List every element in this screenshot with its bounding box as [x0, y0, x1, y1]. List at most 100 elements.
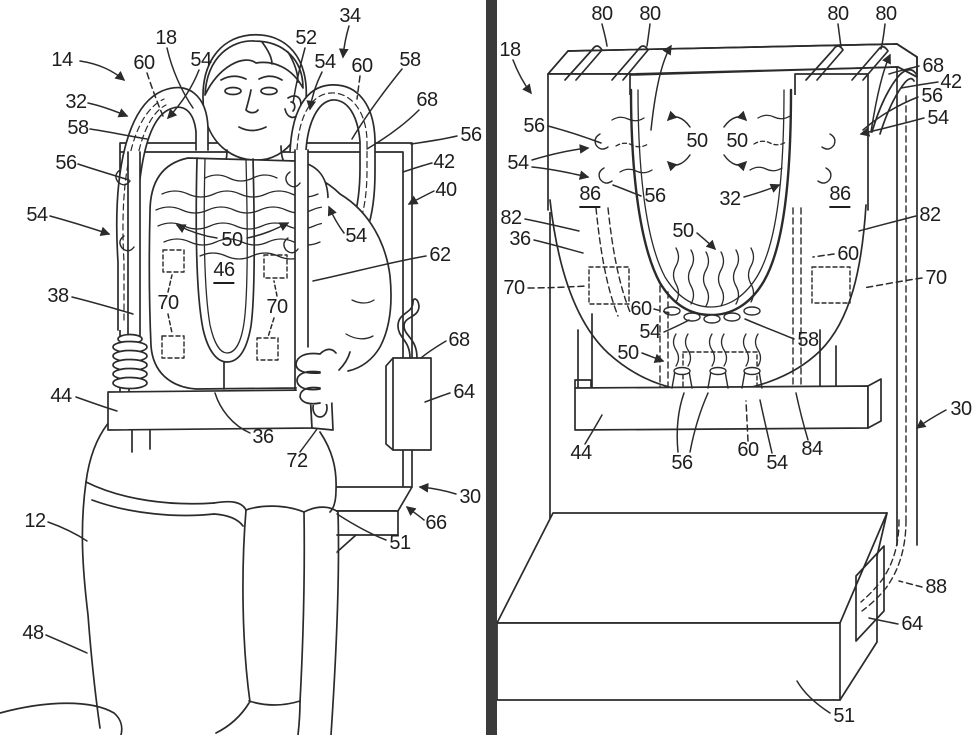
occupant-legs [0, 393, 340, 735]
sensor-pads [161, 249, 288, 361]
air-flow-waves-upper [611, 114, 791, 174]
ref-numeral-12: 12 [24, 510, 46, 532]
ref-numeral-30: 30 [950, 398, 972, 420]
ref-numeral-30: 30 [459, 486, 481, 508]
air-flow-waves-lower [672, 333, 762, 367]
ref-numeral-80: 80 [639, 3, 661, 25]
ref-numeral-50: 50 [221, 229, 243, 251]
ref-numeral-50: 50 [672, 220, 694, 242]
ref-numeral-54: 54 [766, 452, 788, 474]
mouth [238, 126, 267, 132]
ref-numeral-66: 66 [425, 512, 447, 534]
ref-numeral-70: 70 [503, 277, 525, 299]
ref-numeral-32: 32 [719, 188, 741, 210]
ref-numeral-80: 80 [875, 3, 897, 25]
ref-numeral-64: 64 [901, 613, 923, 635]
ref-numeral-18: 18 [155, 27, 177, 49]
ref-numeral-56: 56 [644, 185, 666, 207]
foot [0, 702, 123, 735]
ref-numeral-40: 40 [435, 179, 457, 201]
air-sweep-arrow [650, 44, 672, 131]
ref-numeral-60: 60 [837, 243, 859, 265]
ref-numeral-58: 58 [399, 49, 421, 71]
ref-numeral-68: 68 [416, 89, 438, 111]
ref-numeral-32: 32 [65, 91, 87, 113]
ref-numeral-46: 46 [213, 260, 235, 284]
air-tube [397, 298, 420, 359]
ref-numeral-64: 64 [453, 381, 475, 403]
ref-numeral-14: 14 [51, 49, 73, 71]
ref-numeral-54: 54 [639, 321, 661, 343]
air-nozzle [115, 169, 301, 254]
ref-numeral-86: 86 [579, 184, 601, 208]
ref-numeral-54: 54 [507, 152, 529, 174]
lower-crossbar [574, 313, 882, 431]
ref-numeral-56: 56 [671, 452, 693, 474]
air-flow-waves-center [672, 247, 755, 307]
occupant-head [202, 34, 308, 161]
ref-numeral-51: 51 [389, 532, 411, 554]
ref-numeral-42: 42 [940, 71, 962, 93]
harness-side-bars [115, 149, 309, 391]
sensor-pads [588, 266, 851, 305]
retaining-straps [564, 45, 889, 81]
ref-numeral-60: 60 [351, 55, 373, 77]
eye [260, 86, 278, 96]
ref-numeral-68: 68 [448, 329, 470, 351]
ref-numeral-72: 72 [286, 450, 308, 472]
ref-numeral-51: 51 [833, 705, 855, 727]
ref-numeral-62: 62 [429, 244, 451, 266]
right-figure-harness-detail [496, 23, 947, 714]
ref-numeral-58: 58 [67, 117, 89, 139]
ref-numeral-50: 50 [726, 130, 748, 152]
ref-numeral-36: 36 [252, 426, 274, 448]
coil-grip [112, 333, 148, 390]
ref-numeral-86: 86 [829, 184, 851, 208]
ref-numeral-50: 50 [686, 130, 708, 152]
nose [245, 89, 259, 114]
nozzle-cup-row [663, 306, 761, 324]
ref-numeral-54: 54 [345, 225, 367, 247]
ref-numeral-70: 70 [925, 267, 947, 289]
seat-back-right-edge [896, 56, 918, 546]
ref-numeral-60: 60 [737, 439, 759, 461]
ref-numeral-34: 34 [339, 5, 361, 27]
occupant-right-arm [322, 193, 392, 372]
vent-grille [855, 545, 885, 642]
ref-numeral-36: 36 [509, 228, 531, 250]
ref-numeral-58: 58 [797, 329, 819, 351]
ref-numeral-56: 56 [460, 124, 482, 146]
seat-base [496, 512, 888, 701]
ref-numeral-44: 44 [570, 442, 592, 464]
occupant-hand [295, 347, 351, 406]
ref-numeral-80: 80 [591, 3, 613, 25]
restraint-vest [148, 157, 331, 390]
left-figure-seated-occupant [0, 25, 458, 735]
ref-numeral-60: 60 [630, 298, 652, 320]
ref-numeral-52: 52 [295, 27, 317, 49]
ref-numeral-38: 38 [47, 285, 69, 307]
ref-numeral-82: 82 [500, 207, 522, 229]
right-figure-leaders [512, 23, 947, 714]
ref-numeral-88: 88 [925, 576, 947, 598]
ref-numeral-84: 84 [801, 438, 823, 460]
ref-numeral-48: 48 [22, 622, 44, 644]
figure-divider [486, 0, 497, 735]
ref-numeral-18: 18 [499, 39, 521, 61]
ref-numeral-70: 70 [157, 292, 179, 314]
ref-numeral-56: 56 [523, 115, 545, 137]
air-nozzle [594, 133, 836, 184]
eyebrows [220, 75, 283, 81]
ref-numeral-68: 68 [922, 55, 944, 77]
ref-numeral-56: 56 [55, 152, 77, 174]
ref-numeral-54: 54 [927, 107, 949, 129]
ref-numeral-50: 50 [617, 342, 639, 364]
control-box [385, 298, 432, 451]
ref-numeral-56: 56 [921, 85, 943, 107]
ref-numeral-80: 80 [827, 3, 849, 25]
ref-numeral-82: 82 [919, 204, 941, 226]
ref-numeral-60: 60 [133, 52, 155, 74]
